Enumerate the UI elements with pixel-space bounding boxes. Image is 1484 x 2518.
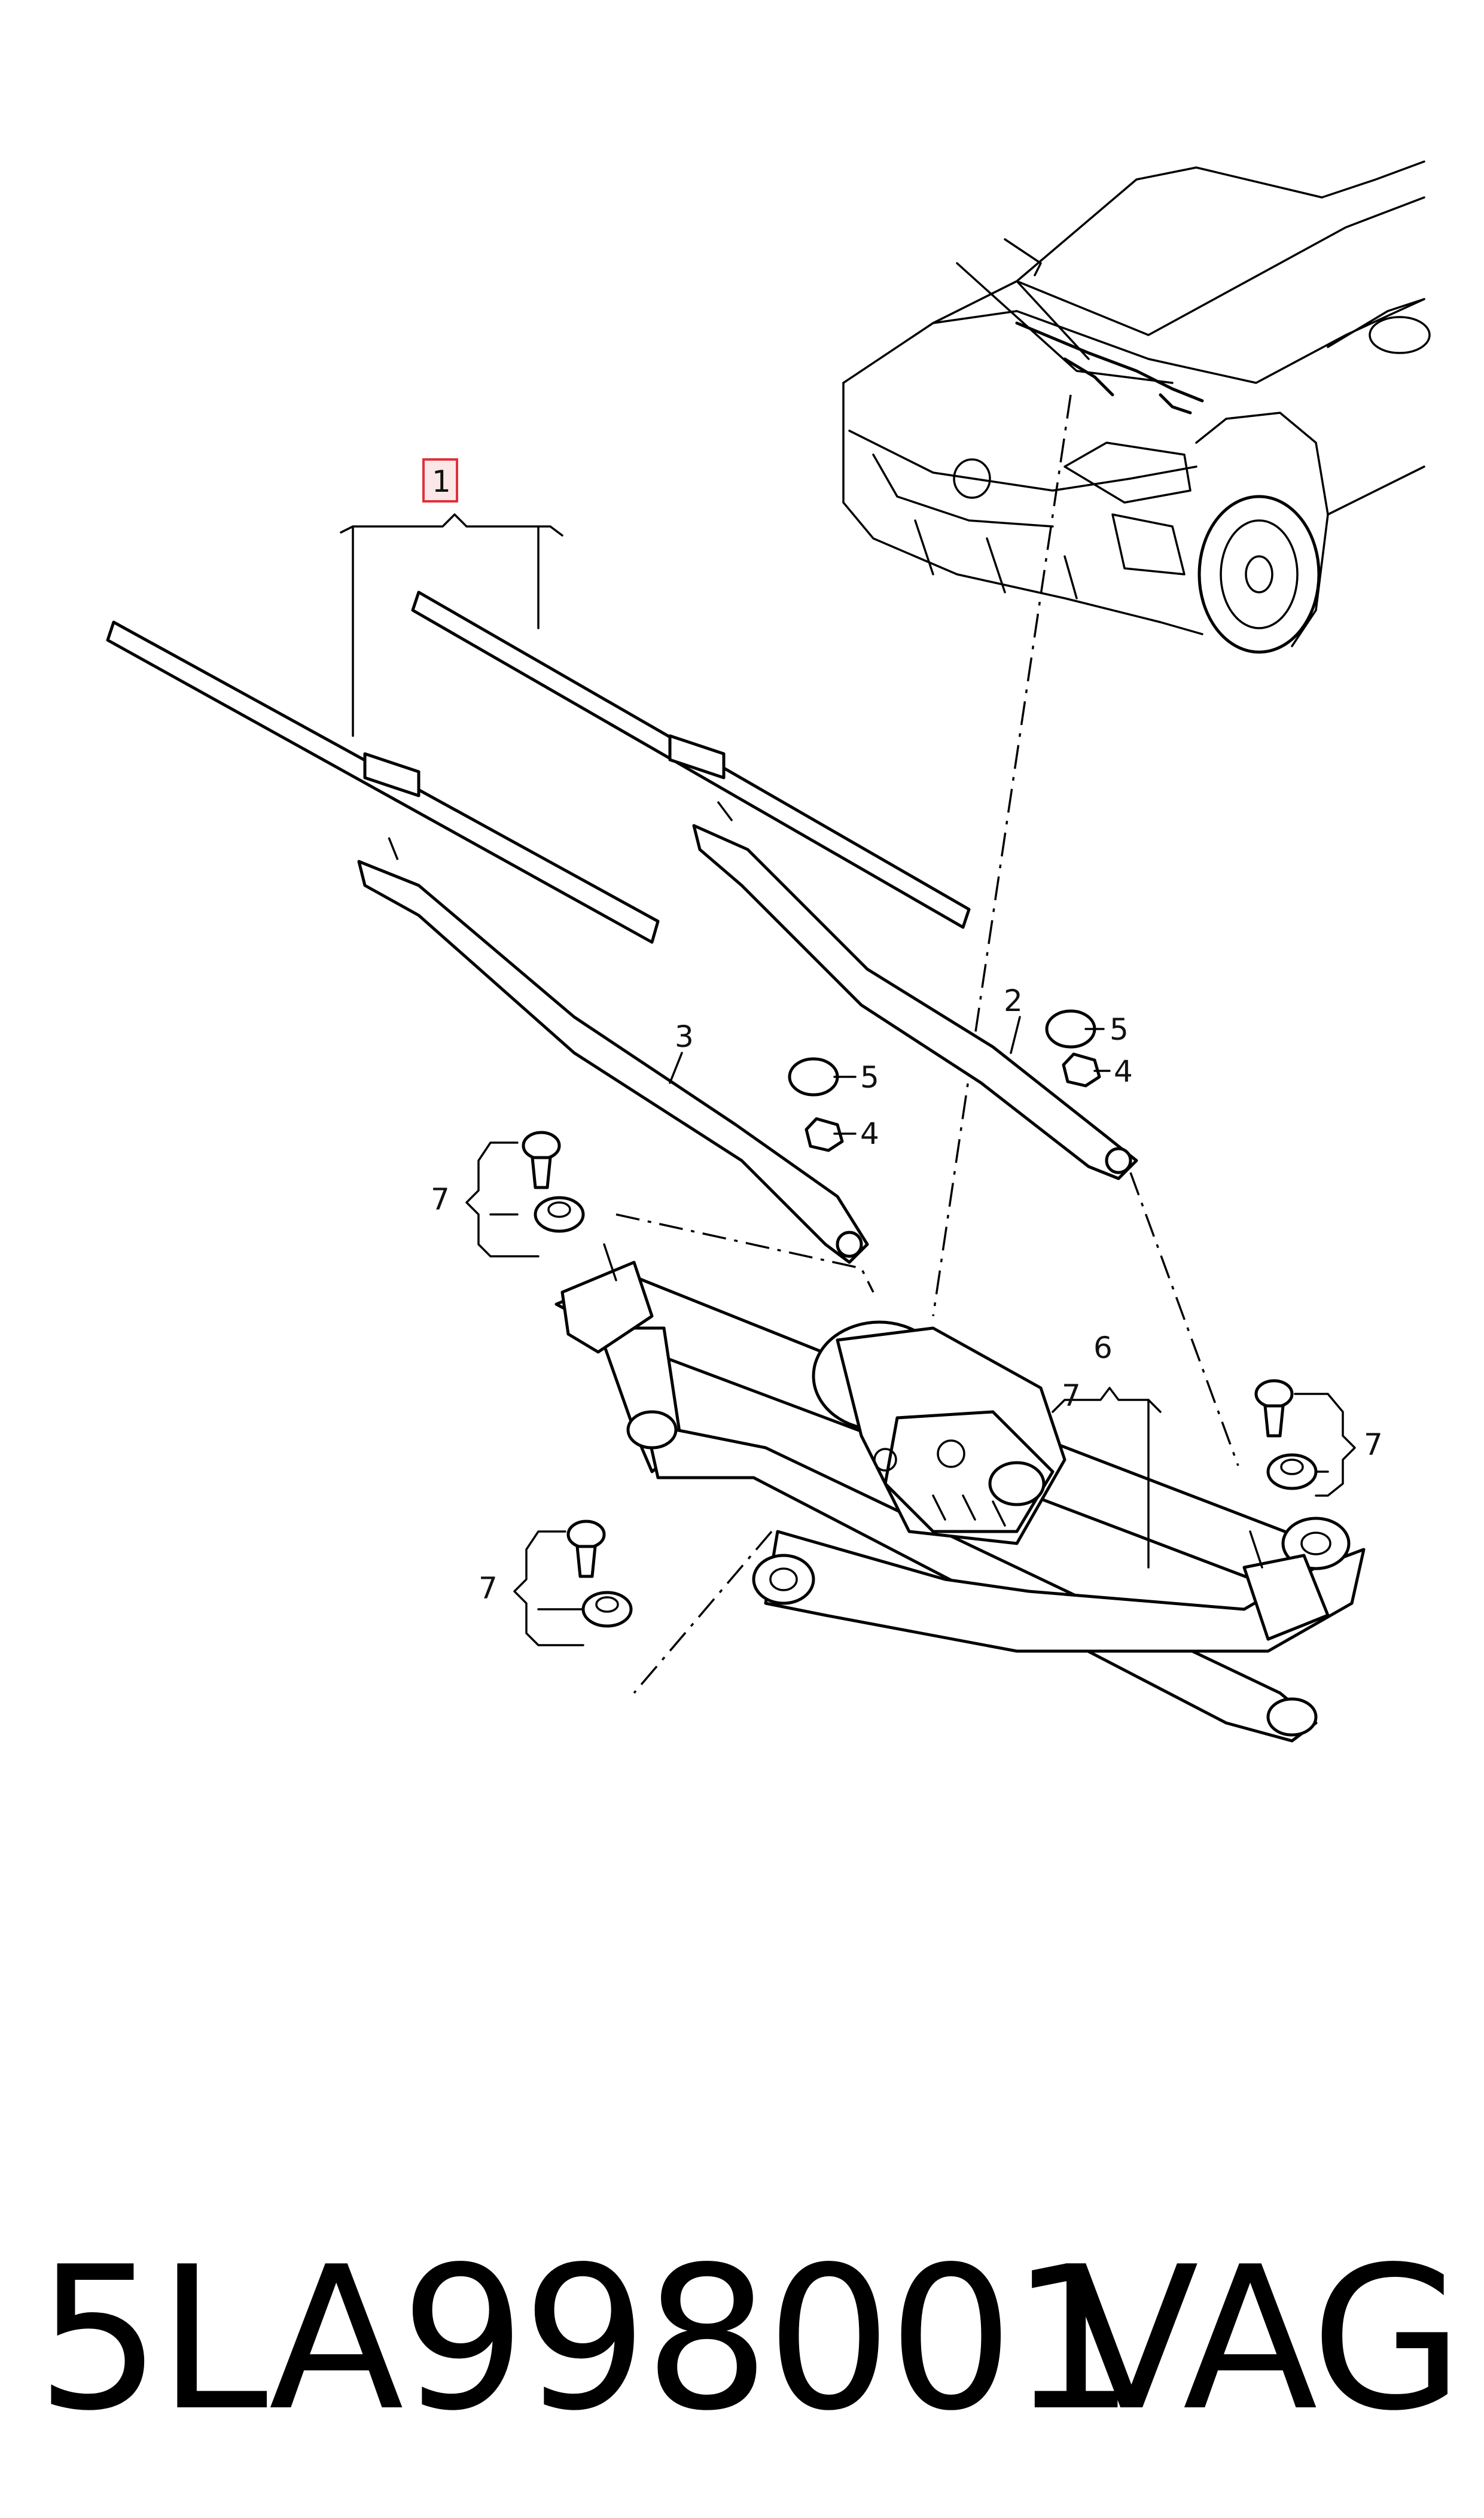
wiper-arm-right: [692, 824, 1138, 1180]
footer: 5LA998001 VAG: [0, 2213, 1484, 2465]
cover-cap-left: [788, 1057, 839, 1097]
callout-7-right: 7: [1364, 1427, 1383, 1462]
grommet-left-upper: [534, 1196, 585, 1233]
callout-4-right: 4: [1114, 1054, 1133, 1089]
part-number: 5LA998001: [36, 2224, 1136, 2454]
callout-7-upper-left: 7: [431, 1182, 450, 1217]
wiper-blade-left: [106, 620, 660, 944]
callout-6: 6: [1093, 1330, 1113, 1365]
callout-7-lower-left: 7: [479, 1571, 498, 1606]
leader-lines: [388, 394, 1239, 1694]
callout-2: 2: [1004, 984, 1023, 1018]
bolt-right: [1254, 1379, 1294, 1438]
callout-1: 1: [432, 464, 451, 499]
grommet-left-lower: [581, 1591, 633, 1628]
hex-nut-left: [805, 1117, 844, 1152]
vehicle-illustration: [842, 160, 1431, 654]
wiper-blade-right: [411, 590, 971, 929]
wiper-motor: [812, 1320, 1066, 1545]
callout-5-left: 5: [860, 1060, 879, 1095]
callout-1-highlight: [422, 458, 458, 503]
callout-brackets: [340, 513, 1356, 1646]
wiper-arm-left: [357, 860, 869, 1264]
callout-3: 3: [675, 1019, 694, 1054]
bolt-left-upper: [522, 1131, 561, 1189]
callout-5-right: 5: [1110, 1012, 1129, 1047]
bolt-left-lower: [566, 1520, 606, 1578]
callout-7-in-6: 7: [1062, 1378, 1081, 1413]
brand-label: VAG: [1064, 2224, 1464, 2454]
callout-4-left: 4: [860, 1116, 879, 1151]
hex-nut-right: [1062, 1052, 1101, 1088]
grommet-right: [1266, 1453, 1318, 1490]
wiper-system-exploded-diagram: 1 2 3 5 4 5 4 7 6 7 7 7: [106, 160, 1431, 1743]
